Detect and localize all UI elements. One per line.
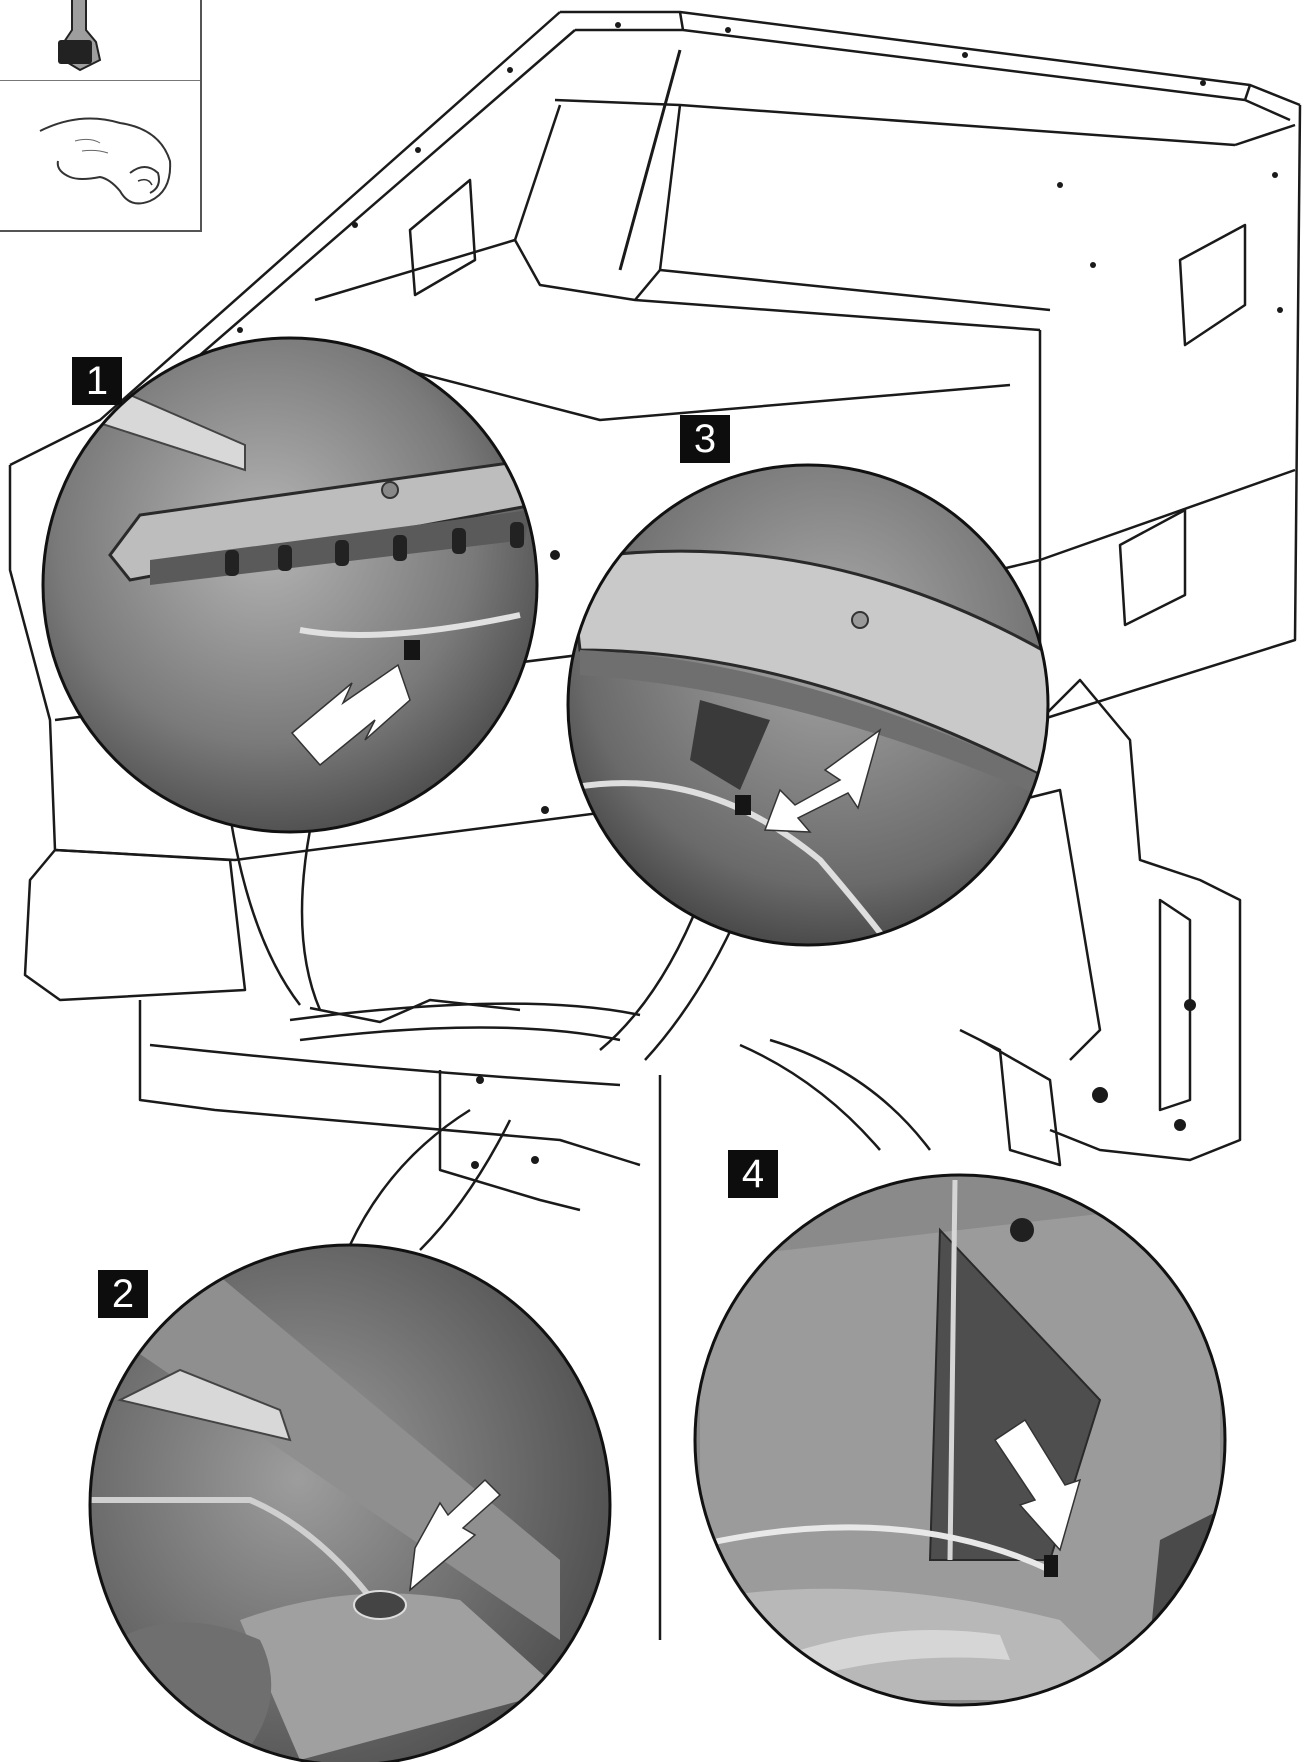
cable-tie-icon-cell (0, 0, 200, 81)
fastener-dots (237, 22, 1283, 1169)
hand-pinch-icon-cell (0, 81, 200, 230)
step-number-4: 4 (728, 1150, 778, 1198)
detail-photo-2 (88, 1243, 612, 1762)
detail-photo-3 (566, 463, 1050, 947)
detail-photo-4 (693, 1173, 1227, 1707)
step-number-1: 1 (72, 357, 122, 405)
step-number-2: 2 (98, 1270, 148, 1318)
step-number-3: 3 (680, 415, 730, 463)
arrow-icon (763, 728, 882, 833)
detail-photo-1 (41, 336, 539, 834)
callout-leaders (228, 814, 931, 1251)
arrow-icon (290, 663, 411, 767)
instruction-icon-panel (0, 0, 202, 232)
arrow-icon (993, 1418, 1082, 1552)
hand-pinch-icon (39, 117, 172, 205)
cable-tie-icon (58, 0, 102, 72)
arrow-icon (409, 1478, 502, 1592)
